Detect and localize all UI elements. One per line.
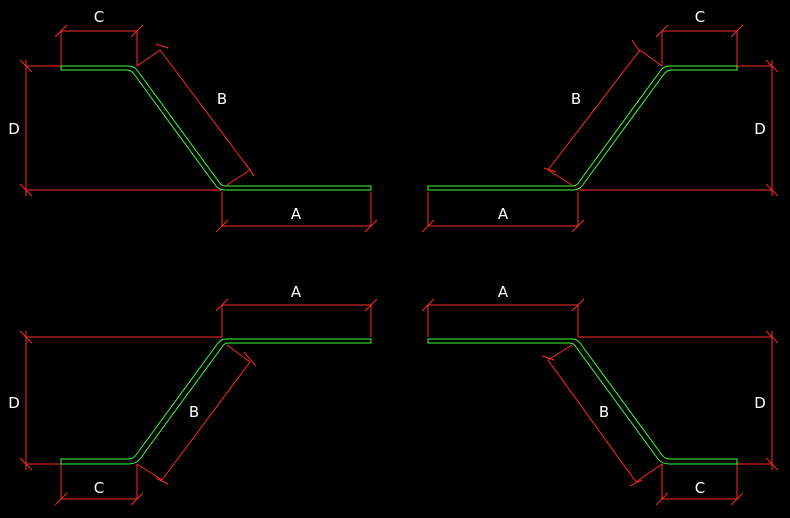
part-profile-top-right bbox=[427, 65, 738, 191]
label-a-bottom-left: A bbox=[291, 283, 302, 301]
label-d-top-left: D bbox=[8, 120, 20, 138]
bracket-bottom-left: A D B C bbox=[8, 283, 378, 506]
label-c-top-left: C bbox=[94, 8, 104, 26]
label-b-top-right: B bbox=[571, 90, 581, 108]
label-b-bottom-left: B bbox=[189, 403, 199, 421]
bracket-top-right: C D B A bbox=[421, 8, 779, 233]
dim-geometry-top-left bbox=[19, 24, 378, 233]
bracket-bottom-right: A D B C bbox=[421, 283, 779, 506]
part-profile-bottom-right bbox=[427, 338, 738, 465]
label-b-bottom-right: B bbox=[599, 403, 609, 421]
label-d-top-right: D bbox=[754, 120, 766, 138]
label-d-bottom-left: D bbox=[8, 394, 20, 412]
label-c-top-right: C bbox=[695, 8, 705, 26]
bracket-top-left: C D B A bbox=[8, 8, 378, 233]
dim-geometry-top-right bbox=[421, 24, 779, 233]
dim-geometry-bottom-left bbox=[19, 298, 378, 506]
label-a-bottom-right: A bbox=[498, 283, 509, 301]
label-b-top-left: B bbox=[217, 90, 227, 108]
label-c-bottom-right: C bbox=[695, 479, 705, 497]
label-d-bottom-right: D bbox=[754, 394, 766, 412]
label-a-top-left: A bbox=[291, 205, 302, 223]
dim-geometry-bottom-right bbox=[421, 298, 779, 506]
label-a-top-right: A bbox=[498, 205, 509, 223]
part-profile-bottom-left bbox=[60, 338, 372, 465]
label-c-bottom-left: C bbox=[94, 479, 104, 497]
part-profile-top-left bbox=[60, 65, 372, 191]
